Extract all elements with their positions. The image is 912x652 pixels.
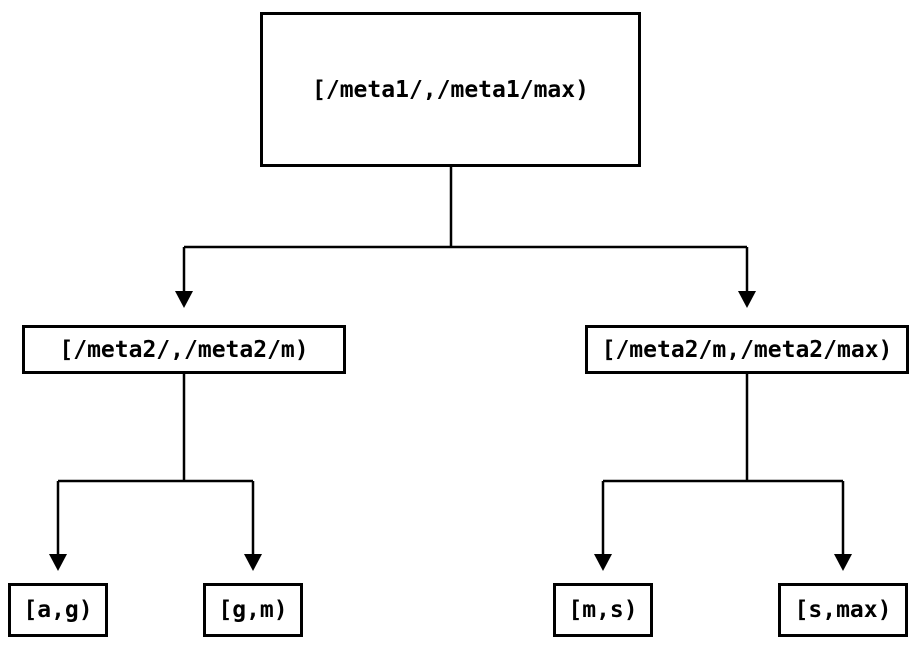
arrowhead-leaf-gm xyxy=(244,554,262,571)
node-leaf-gm: [g,m) xyxy=(203,583,303,637)
node-root: [/meta1/,/meta1/max) xyxy=(260,12,641,167)
node-meta2-right-label: [/meta2/m,/meta2/max) xyxy=(601,336,893,363)
arrowhead-right-node xyxy=(738,291,756,308)
node-leaf-ag: [a,g) xyxy=(8,583,108,637)
node-meta2-right: [/meta2/m,/meta2/max) xyxy=(585,325,909,374)
node-leaf-smax-label: [s,max) xyxy=(794,597,892,623)
arrowhead-left-node xyxy=(175,291,193,308)
node-leaf-smax: [s,max) xyxy=(778,583,908,637)
node-meta2-left: [/meta2/,/meta2/m) xyxy=(22,325,346,374)
node-leaf-ms-label: [m,s) xyxy=(568,597,638,623)
node-leaf-gm-label: [g,m) xyxy=(218,597,288,623)
node-root-label: [/meta1/,/meta1/max) xyxy=(312,76,589,103)
arrowhead-leaf-smax xyxy=(834,554,852,571)
node-leaf-ag-label: [a,g) xyxy=(23,597,93,623)
node-leaf-ms: [m,s) xyxy=(553,583,653,637)
arrowhead-leaf-ms xyxy=(594,554,612,571)
node-meta2-left-label: [/meta2/,/meta2/m) xyxy=(59,336,309,363)
arrowhead-leaf-ag xyxy=(49,554,67,571)
